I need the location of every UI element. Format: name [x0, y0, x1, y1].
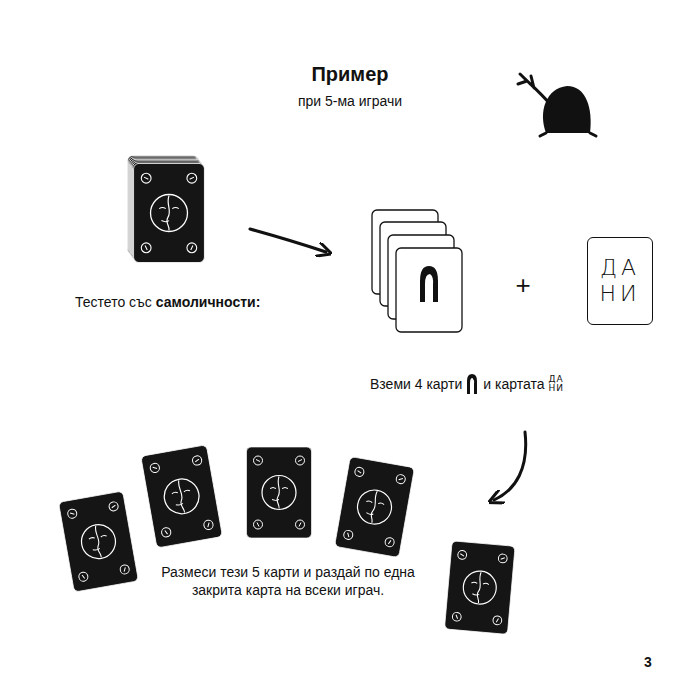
- character-figure: [425, 274, 433, 302]
- instruction-text: Тестето със: [75, 293, 152, 311]
- character-icon: [466, 374, 478, 394]
- card-back: [246, 447, 311, 538]
- arrow: [250, 229, 326, 252]
- dealt-cards: [58, 445, 515, 635]
- creature-body: [543, 86, 591, 133]
- page-number: 3: [636, 653, 660, 671]
- card-back: [444, 541, 515, 635]
- character-figure: [467, 374, 477, 394]
- card-icon-text: ДА НИ: [549, 375, 563, 393]
- plus-sign: +: [508, 270, 538, 300]
- instruction-text: самоличности:: [156, 293, 260, 311]
- card-back: [58, 491, 138, 592]
- page-title: Пример: [250, 62, 450, 86]
- identity-card: ДА НИ: [587, 237, 653, 325]
- card-back: [134, 163, 205, 262]
- card-back: [141, 445, 223, 548]
- arrow: [494, 432, 526, 500]
- instruction-text: и картата: [483, 375, 544, 393]
- card-text: ДА НИ: [598, 255, 642, 307]
- text-row: Вземи 4 карти и картата ДА НИ: [370, 374, 563, 394]
- character-cards: [372, 210, 462, 332]
- subtitle: при 5-ма играчи: [250, 92, 450, 110]
- text-row: Тестето съссамоличности:: [75, 293, 260, 311]
- character-figure: [470, 378, 474, 394]
- instruction-text: Размеси тези 5 карти и раздай по една за…: [148, 563, 428, 599]
- character-card: [396, 248, 462, 332]
- creature-antler: [518, 74, 596, 136]
- card-back: [334, 456, 414, 557]
- character-figure: [420, 266, 438, 302]
- identity-deck: [128, 155, 205, 262]
- instruction-text: Вземи 4 карти: [370, 375, 462, 393]
- creature-illustration: [518, 74, 596, 136]
